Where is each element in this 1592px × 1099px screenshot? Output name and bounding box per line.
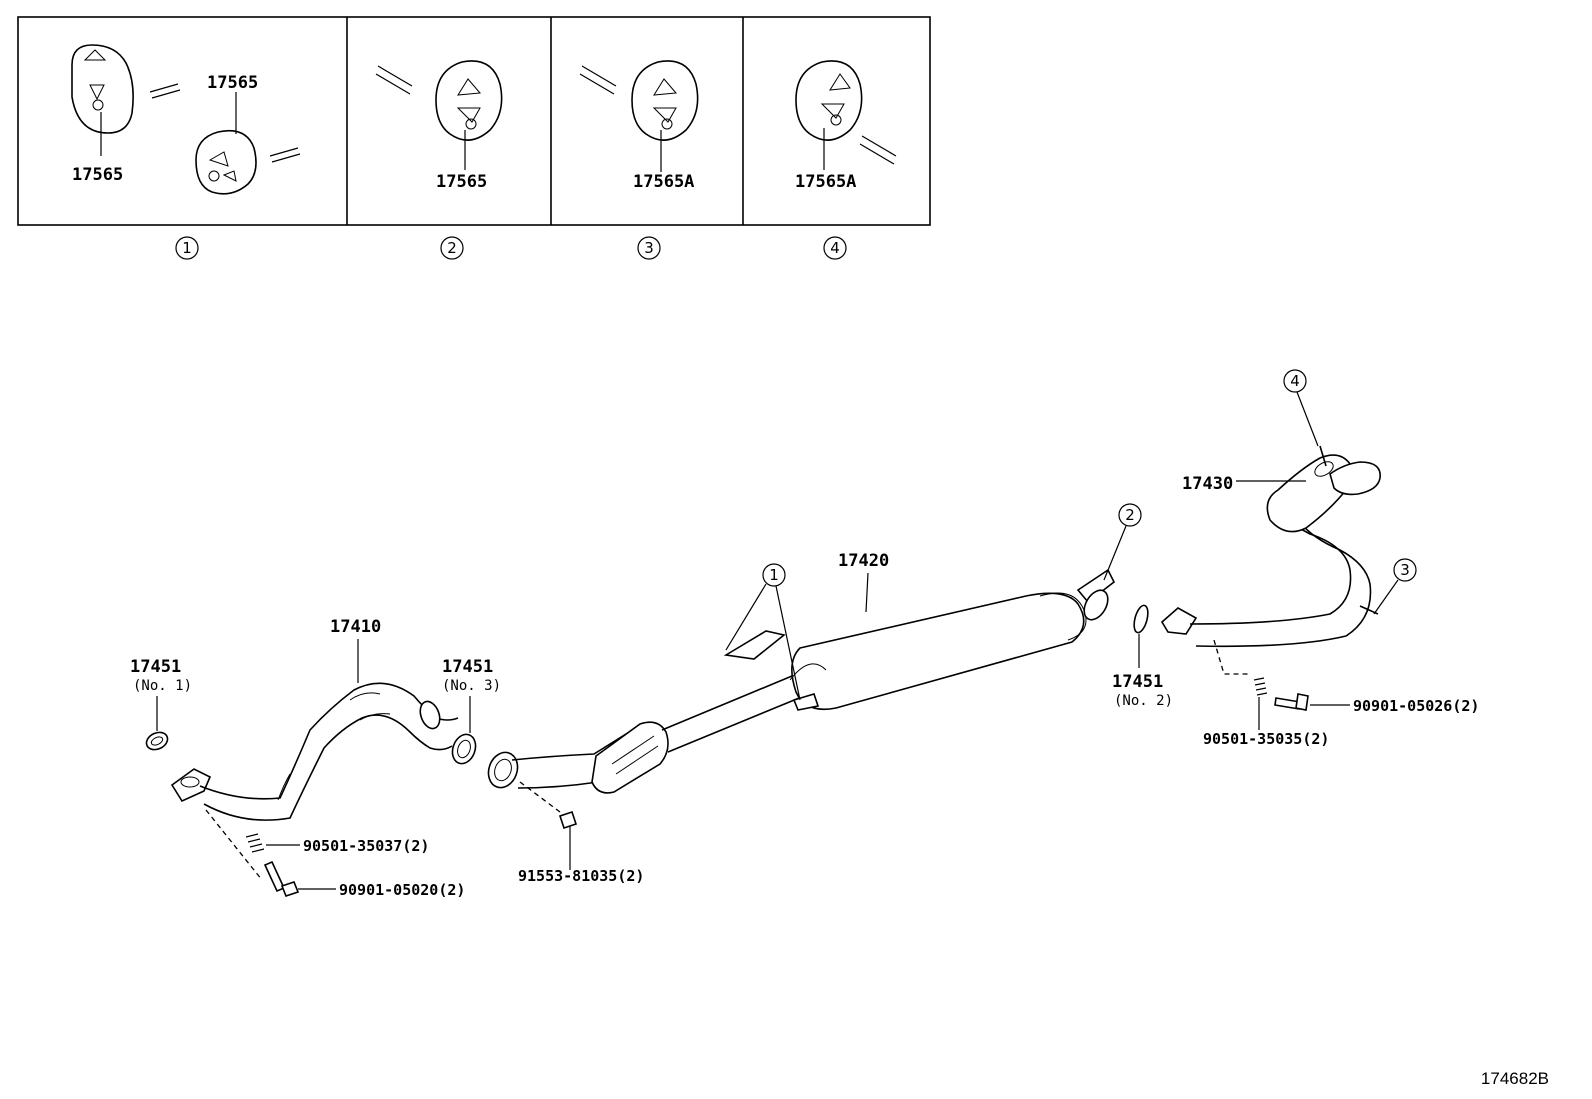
panel-2: 17565: [375, 60, 503, 192]
callout-3: 3: [1393, 558, 1417, 582]
leader: [775, 585, 801, 701]
pipe-stub: [579, 65, 617, 95]
leader: [1103, 525, 1127, 581]
hanger-rubber-icon: [71, 44, 134, 134]
gasket-no2-sublabel: (No. 2): [1114, 693, 1173, 709]
bolt-icon: [263, 860, 300, 897]
front-pipe-assembly: 17451 (No. 1) 17410 90501-35037(2) 90901…: [130, 617, 501, 899]
panel-4: 17565A: [795, 60, 897, 192]
catalytic-converter: [591, 721, 669, 794]
tail-pipe-upper-edge: [1189, 507, 1352, 625]
nut-center-label: 91553-81035(2): [518, 867, 644, 885]
diagram-reference-code: 174682B: [1481, 1069, 1549, 1088]
front-pipe-outlet: [419, 700, 441, 730]
leader: [865, 572, 869, 613]
nut-icon: [558, 810, 578, 830]
center-inlet-flange: [487, 751, 519, 789]
svg-text:3: 3: [1400, 561, 1410, 579]
hanger-inset: 17565 17565 17565 17565A: [17, 16, 931, 260]
gasket-no2-label: 17451: [1112, 672, 1163, 692]
hanger-rubber-icon: [195, 129, 257, 195]
hanger-rubber-icon: [631, 60, 699, 141]
panel-number-3: 3: [637, 236, 661, 260]
tail-pipe-assembly: 17451 (No. 2) 17430 3 4 90501-3: [1112, 369, 1479, 748]
front-flange: [170, 768, 212, 803]
panel-number-4: 4: [823, 236, 847, 260]
tail-inlet-flange: [1160, 607, 1198, 635]
gasket-no2: [1133, 604, 1149, 634]
hanger-bracket: [792, 693, 820, 711]
pipe-stub: [269, 147, 301, 163]
hanger-rubber-icon: [435, 60, 503, 141]
svg-text:2: 2: [447, 239, 457, 257]
bolt-front-label: 90901-05020(2): [339, 881, 465, 899]
spring-front-label: 90501-35037(2): [303, 837, 429, 855]
spring-rear-label: 90501-35035(2): [1203, 730, 1329, 748]
part-label: 17565A: [633, 172, 694, 192]
front-pipe-lower-edge: [203, 714, 453, 821]
panel-number-1: 1: [175, 236, 199, 260]
install-line: [1213, 639, 1250, 675]
svg-text:4: 4: [1290, 372, 1300, 390]
callout-2: 2: [1118, 503, 1142, 527]
part-label: 17565: [436, 172, 487, 192]
center-outlet-flange: [1083, 589, 1109, 621]
tail-pipe-label: 17430: [1182, 474, 1233, 494]
gasket-no3-sublabel: (No. 3): [442, 678, 501, 694]
leader: [1373, 579, 1399, 615]
bolt-icon: [1274, 693, 1309, 711]
front-pipe-label: 17410: [330, 617, 381, 637]
center-muffler: [791, 592, 1085, 711]
install-line: [519, 781, 569, 819]
spring-icon: [1253, 677, 1268, 696]
leader: [725, 583, 767, 651]
gasket-no1-label: 17451: [130, 657, 181, 677]
leader: [1296, 391, 1319, 447]
gasket-no3-label: 17451: [442, 657, 493, 677]
callout-1: 1: [762, 563, 786, 587]
bolt-rear-label: 90901-05026(2): [1353, 697, 1479, 715]
center-pipe-label: 17420: [838, 551, 889, 571]
pipe-stub: [375, 65, 413, 95]
hanger-rubber-icon: [795, 60, 863, 141]
inset-frame: [17, 16, 931, 226]
center-pipe-mid: [661, 675, 805, 753]
part-label: 17565: [72, 165, 123, 185]
part-label: 17565A: [795, 172, 856, 192]
svg-text:4: 4: [830, 239, 840, 257]
panel-1: 17565 17565: [71, 44, 301, 195]
panel-3: 17565A: [579, 60, 699, 192]
tail-muffler: [1266, 454, 1354, 533]
gasket-no1: [145, 731, 169, 751]
svg-text:3: 3: [644, 239, 654, 257]
svg-text:2: 2: [1125, 506, 1135, 524]
tail-pipe-lower-edge: [1195, 521, 1372, 648]
spring-icon: [245, 833, 265, 853]
gasket-no1-sublabel: (No. 1): [133, 678, 192, 694]
pipe-stub: [859, 135, 897, 165]
center-pipe-assembly: 91553-81035(2) 1 2 17420: [487, 503, 1142, 885]
panel-number-2: 2: [440, 236, 464, 260]
hanger-bracket: [723, 630, 786, 660]
gasket-no3: [451, 733, 477, 765]
part-label: 17565: [207, 73, 258, 93]
pipe-stub: [149, 83, 181, 99]
svg-text:1: 1: [769, 566, 779, 584]
svg-text:1: 1: [182, 239, 192, 257]
install-line: [205, 809, 263, 881]
callout-4: 4: [1283, 369, 1307, 393]
tail-tip: [1329, 461, 1381, 496]
